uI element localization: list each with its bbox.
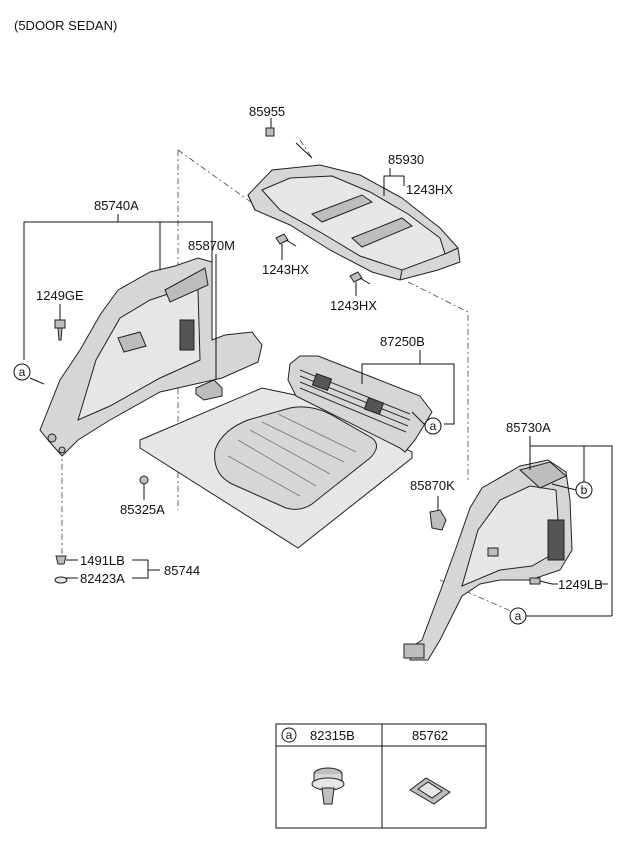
label-85740a: 85740A xyxy=(94,198,139,213)
legend-col1-label: 82315B xyxy=(310,728,355,743)
callout-a-right: a xyxy=(509,607,527,625)
transverse-trim-87250b xyxy=(287,355,433,453)
handle-85870m-icon xyxy=(195,379,223,401)
clip-82315b-icon xyxy=(311,767,345,805)
label-85930: 85930 xyxy=(388,152,424,167)
plate-85762-icon xyxy=(409,777,451,805)
label-85325a: 85325A xyxy=(120,502,165,517)
clip-1249lb-icon xyxy=(529,577,553,585)
left-trim-panel xyxy=(39,257,263,457)
washer-82423a-icon xyxy=(54,576,68,584)
label-85955: 85955 xyxy=(249,104,285,119)
label-1243hx-left: 1243HX xyxy=(262,262,309,277)
screw-1243hx-icon-2 xyxy=(349,271,371,285)
label-85870m: 85870M xyxy=(188,238,235,253)
svg-text:b: b xyxy=(581,483,588,497)
label-85744: 85744 xyxy=(164,563,200,578)
callout-a-sill: a xyxy=(424,417,442,435)
label-1491lb: 1491LB xyxy=(80,553,125,568)
clip-85955-icon xyxy=(265,127,275,137)
label-1249ge: 1249GE xyxy=(36,288,84,303)
luggage-floor-mat xyxy=(139,387,413,549)
label-85730a: 85730A xyxy=(506,420,551,435)
label-85870k: 85870K xyxy=(410,478,455,493)
label-87250b: 87250B xyxy=(380,334,425,349)
handle-85870k-icon xyxy=(429,509,447,531)
svg-text:a: a xyxy=(19,365,26,379)
svg-text:a: a xyxy=(430,419,437,433)
right-trim-panel xyxy=(403,459,573,661)
part-labels: 85955 85930 1243HX 1243HX 1243HX 85740A … xyxy=(36,104,603,592)
svg-text:a: a xyxy=(286,728,293,742)
fastener-85325a-icon xyxy=(139,475,149,492)
package-tray xyxy=(247,142,461,281)
legend-marker-a: a xyxy=(281,727,297,743)
label-1243hx-tray: 1243HX xyxy=(406,182,453,197)
legend-col2-label: 85762 xyxy=(412,728,448,743)
variant-title: (5DOOR SEDAN) xyxy=(14,18,117,33)
svg-text:a: a xyxy=(515,609,522,623)
label-1243hx-lower: 1243HX xyxy=(330,298,377,313)
clip-1249ge-icon xyxy=(54,319,66,341)
legend-table: a 82315B 85762 xyxy=(275,723,487,829)
leader-lines xyxy=(23,118,613,617)
callout-a-left: a xyxy=(13,363,31,381)
callout-b: b xyxy=(575,481,593,499)
label-1249lb: 1249LB xyxy=(558,577,603,592)
label-82423a: 82423A xyxy=(80,571,125,586)
fastener-1491lb-icon xyxy=(55,555,67,565)
screw-1243hx-icon xyxy=(275,233,297,247)
